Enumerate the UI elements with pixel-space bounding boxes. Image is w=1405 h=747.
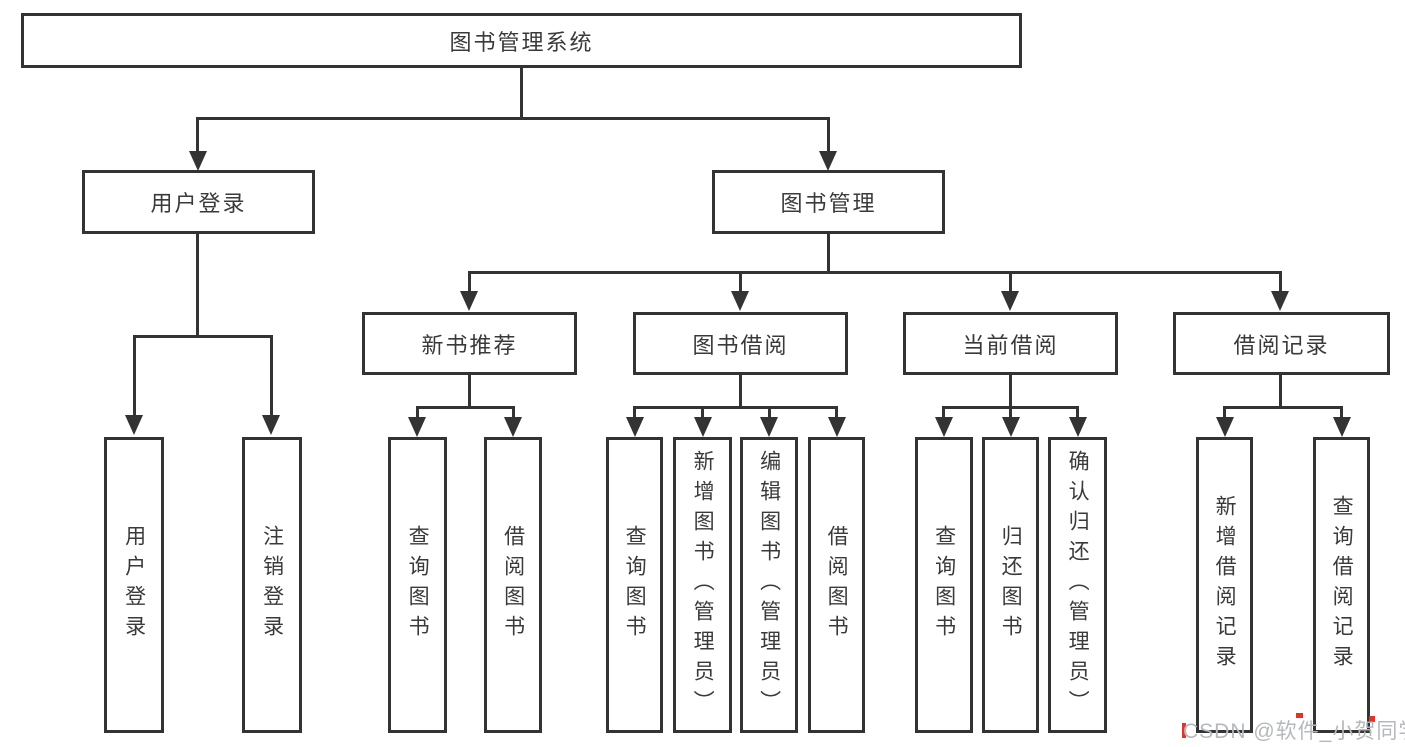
arrowhead-icon (262, 415, 280, 435)
node-book-management-label: 图书管理 (780, 191, 877, 216)
connector-line (768, 406, 771, 419)
leaf-return-book-label: 归还图书 (999, 525, 1023, 645)
leaf-confirm-return-admin-label: 确认归还（管理员） (1066, 450, 1090, 720)
connector-line (196, 234, 199, 338)
connector-line (1009, 271, 1012, 293)
node-current-borrow-label: 当前借阅 (962, 332, 1059, 358)
leaf-user-login-label: 用户登录 (122, 525, 146, 645)
connector-line (1279, 271, 1282, 293)
connector-line (1009, 375, 1012, 407)
node-user-login: 用户登录 (82, 170, 315, 234)
node-new-book-recommend: 新书推荐 (362, 312, 577, 375)
watermark-red-accent (1182, 723, 1186, 738)
leaf-query-book-borrow: 查询图书 (606, 437, 663, 733)
connector-line (468, 271, 1282, 274)
connector-line (1223, 406, 1343, 409)
leaf-logout: 注销登录 (242, 437, 302, 733)
connector-line (133, 335, 273, 338)
connector-line (416, 406, 515, 409)
connector-line (270, 335, 273, 417)
leaf-add-book-admin: 新增图书（管理员） (673, 437, 732, 733)
leaf-query-borrow-record-label: 查询借阅记录 (1330, 495, 1354, 675)
connector-line (468, 271, 471, 293)
arrowhead-icon (1001, 291, 1019, 311)
watermark-red-accent (1296, 713, 1303, 718)
arrowhead-icon (1333, 417, 1351, 437)
arrowhead-icon (189, 151, 207, 171)
connector-line (942, 406, 945, 419)
node-borrow-records: 借阅记录 (1173, 312, 1390, 375)
leaf-add-book-admin-label: 新增图书（管理员） (691, 450, 715, 720)
connector-line (416, 406, 419, 419)
connector-line (633, 406, 838, 409)
connector-line (512, 406, 515, 419)
leaf-borrow-book-recommend-label: 借阅图书 (501, 525, 525, 645)
leaf-borrow-book-recommend: 借阅图书 (484, 437, 542, 733)
arrowhead-icon (460, 291, 478, 311)
node-root: 图书管理系统 (21, 13, 1022, 68)
arrowhead-icon (731, 291, 749, 311)
node-new-book-recommend-label: 新书推荐 (421, 332, 518, 358)
leaf-query-book-borrow-label: 查询图书 (623, 525, 647, 645)
connector-line (196, 117, 830, 120)
arrowhead-icon (819, 151, 837, 171)
watermark-red-accent (1369, 716, 1375, 722)
leaf-add-borrow-record: 新增借阅记录 (1196, 437, 1253, 733)
connector-line (133, 335, 136, 417)
leaf-return-book: 归还图书 (982, 437, 1039, 733)
arrowhead-icon (125, 415, 143, 435)
node-book-borrow-label: 图书借阅 (692, 332, 789, 358)
connector-line (196, 117, 199, 153)
node-user-login-label: 用户登录 (150, 191, 247, 216)
leaf-query-book-recommend-label: 查询图书 (406, 525, 430, 645)
connector-line (835, 406, 838, 419)
leaf-add-borrow-record-label: 新增借阅记录 (1213, 495, 1237, 675)
leaf-borrow-book: 借阅图书 (808, 437, 865, 733)
arrowhead-icon (935, 417, 953, 437)
leaf-query-borrow-record: 查询借阅记录 (1313, 437, 1370, 733)
connector-line (1009, 406, 1012, 419)
connector-line (1279, 375, 1282, 407)
leaf-query-book-current: 查询图书 (915, 437, 973, 733)
leaf-confirm-return-admin: 确认归还（管理员） (1048, 437, 1107, 733)
arrowhead-icon (1069, 417, 1087, 437)
leaf-edit-book-admin-label: 编辑图书（管理员） (757, 450, 781, 720)
node-root-label: 图书管理系统 (449, 29, 594, 55)
connector-line (827, 234, 830, 273)
connector-line (633, 406, 636, 419)
connector-line (520, 68, 523, 119)
leaf-edit-book-admin: 编辑图书（管理员） (740, 437, 798, 733)
node-book-borrow: 图书借阅 (633, 312, 848, 375)
arrowhead-icon (1271, 291, 1289, 311)
connector-line (1076, 406, 1079, 419)
node-current-borrow: 当前借阅 (903, 312, 1118, 375)
connector-line (701, 406, 704, 419)
arrowhead-icon (1002, 417, 1020, 437)
arrowhead-icon (828, 417, 846, 437)
connector-line (1340, 406, 1343, 419)
arrowhead-icon (760, 417, 778, 437)
node-book-management: 图书管理 (712, 170, 945, 234)
leaf-borrow-book-label: 借阅图书 (825, 525, 849, 645)
arrowhead-icon (694, 417, 712, 437)
connector-line (1223, 406, 1226, 419)
node-borrow-records-label: 借阅记录 (1233, 332, 1330, 358)
connector-line (468, 375, 471, 407)
arrowhead-icon (626, 417, 644, 437)
arrowhead-icon (1216, 417, 1234, 437)
csdn-watermark: CSDN @软件_小贺同学 (1183, 720, 1405, 743)
connector-line (827, 117, 830, 153)
leaf-logout-label: 注销登录 (260, 525, 284, 645)
connector-line (739, 375, 742, 407)
connector-line (739, 271, 742, 293)
arrowhead-icon (504, 417, 522, 437)
leaf-query-book-current-label: 查询图书 (932, 525, 956, 645)
arrowhead-icon (408, 417, 426, 437)
leaf-query-book-recommend: 查询图书 (388, 437, 447, 733)
leaf-user-login: 用户登录 (104, 437, 164, 733)
